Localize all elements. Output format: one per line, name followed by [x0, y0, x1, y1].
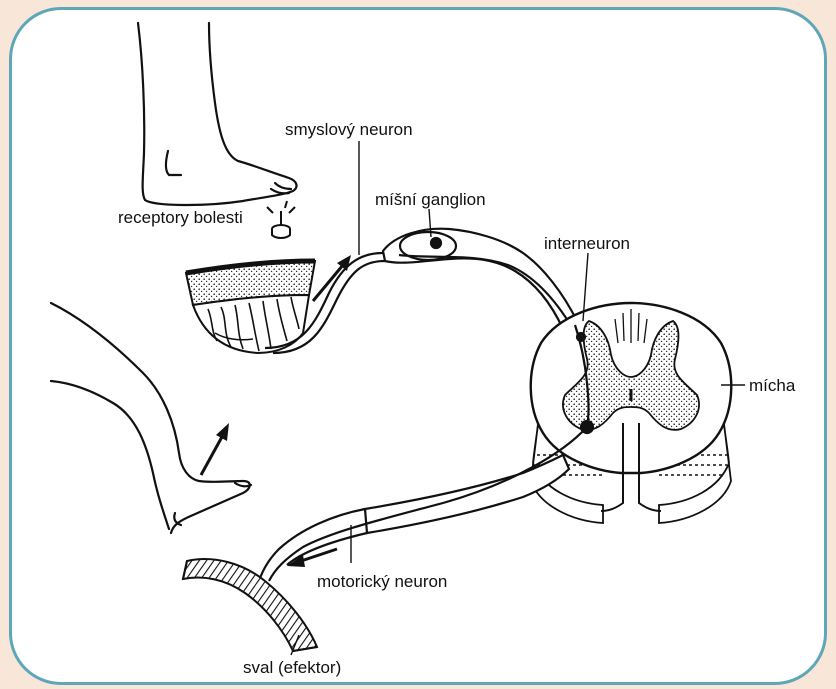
- label-spinal-cord: mícha: [749, 376, 796, 395]
- label-interneuron: interneuron: [544, 234, 630, 253]
- label-spinal-ganglion: míšní ganglion: [375, 190, 486, 209]
- arrow-sensory-icon: [313, 255, 351, 301]
- diagram-panel: smyslový neuron míšní ganglion receptory…: [9, 7, 827, 685]
- sensory-axon: [399, 255, 573, 329]
- label-motor-neuron: motorický neuron: [317, 572, 447, 591]
- foot-upper: [138, 23, 296, 205]
- label-pain-receptors: receptory bolesti: [118, 208, 243, 227]
- muscle-effector: [183, 559, 317, 651]
- label-sensory-neuron: smyslový neuron: [285, 120, 413, 139]
- spinal-cord: [531, 303, 732, 523]
- label-muscle-effector: sval (efektor): [243, 658, 341, 677]
- tack-icon: [267, 201, 295, 238]
- arrow-leg-icon: [201, 423, 229, 475]
- reflex-arc-diagram: smyslový neuron míšní ganglion receptory…: [12, 10, 827, 685]
